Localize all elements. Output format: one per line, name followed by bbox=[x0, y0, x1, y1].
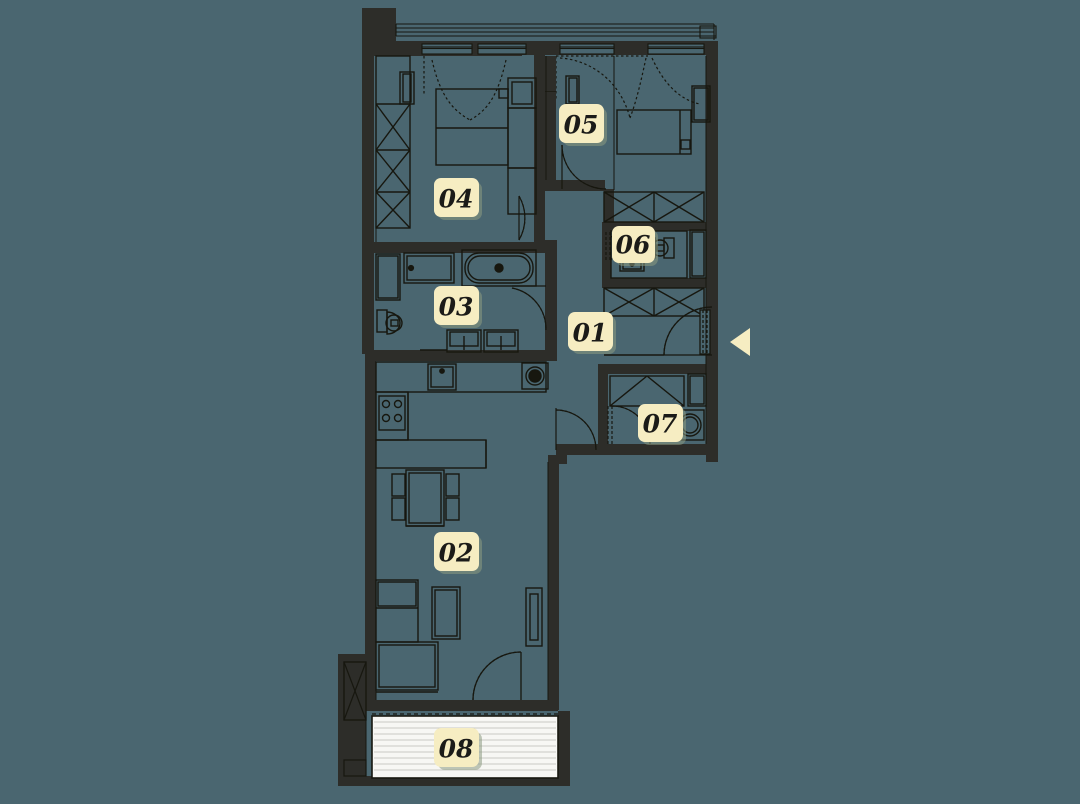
top-window-band bbox=[395, 23, 717, 40]
room-label-08[interactable]: 08 bbox=[434, 728, 482, 770]
room-label-02[interactable]: 02 bbox=[434, 532, 482, 574]
room-label-07-text: 07 bbox=[643, 410, 678, 439]
room-label-05-text: 05 bbox=[564, 111, 599, 140]
entry-arrow-icon bbox=[730, 328, 750, 356]
top-windows bbox=[421, 43, 705, 55]
room-label-06-text: 06 bbox=[616, 231, 651, 260]
room-label-07[interactable]: 07 bbox=[638, 404, 686, 445]
room-label-01-text: 01 bbox=[573, 319, 608, 348]
plan-geometry bbox=[338, 8, 718, 786]
room-label-05[interactable]: 05 bbox=[559, 104, 607, 146]
bathroom-03-fixtures bbox=[375, 249, 547, 353]
room-label-04-text: 04 bbox=[439, 185, 474, 214]
room-label-04[interactable]: 04 bbox=[434, 178, 482, 220]
room-label-01[interactable]: 01 bbox=[568, 312, 616, 354]
kitchen-02-fixtures bbox=[375, 361, 549, 527]
room-labels: 01 02 03 04 05 06 bbox=[434, 104, 686, 770]
room-label-03-text: 03 bbox=[439, 293, 474, 322]
living-02-furniture bbox=[375, 579, 543, 701]
room-label-08-text: 08 bbox=[439, 735, 474, 764]
room-label-03[interactable]: 03 bbox=[434, 286, 482, 328]
room-label-06[interactable]: 06 bbox=[612, 226, 658, 266]
bedroom-04-furniture bbox=[375, 55, 537, 241]
misc-detail-lines bbox=[365, 56, 707, 776]
structural-walls bbox=[338, 8, 718, 786]
room-label-02-text: 02 bbox=[439, 539, 474, 568]
hall-01-elements bbox=[555, 191, 713, 451]
